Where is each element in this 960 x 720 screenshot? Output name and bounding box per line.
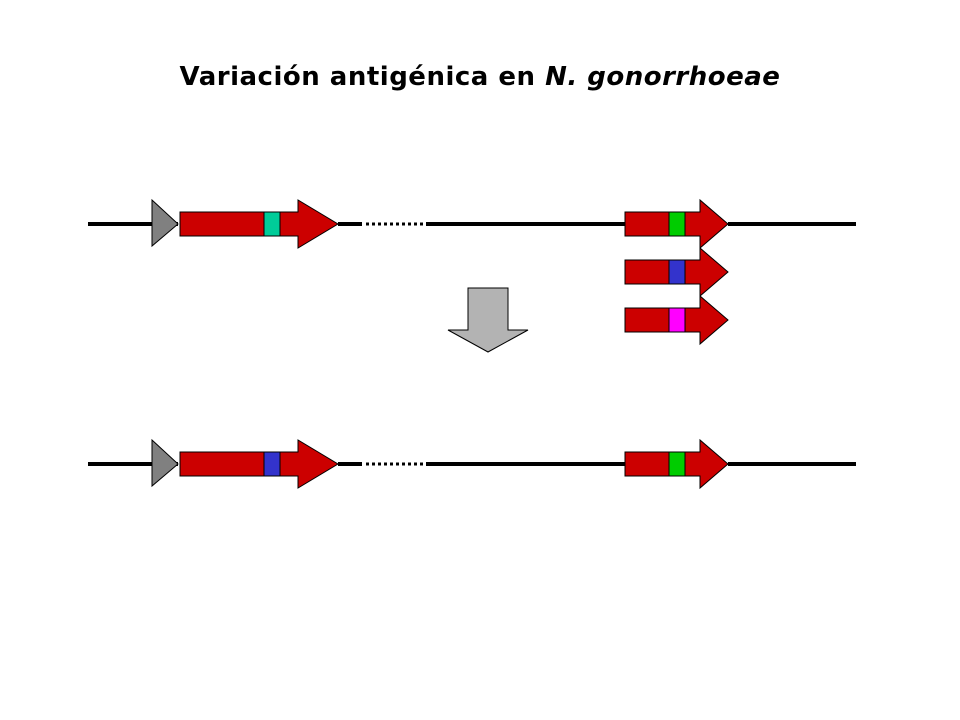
gene-arrow — [179, 199, 339, 249]
slide-title: Variación antigénica en N. gonorrhoeae — [0, 62, 960, 92]
expression-locus-gene — [179, 199, 339, 249]
variable-cassette — [263, 451, 281, 477]
silent-copy-2 — [624, 246, 729, 298]
chromosome-before — [88, 198, 856, 346]
variable-cassette — [668, 259, 686, 285]
promoter-triangle — [151, 198, 179, 248]
variable-cassette — [263, 211, 281, 237]
silent-copy-1 — [624, 438, 729, 490]
chromosome-after — [88, 438, 856, 490]
silent-copy-3 — [624, 294, 729, 346]
variable-cassette — [668, 451, 686, 477]
down-arrow-icon — [447, 287, 529, 353]
title-species: N. gonorrhoeae — [545, 62, 781, 92]
expression-locus-gene — [179, 439, 339, 489]
variable-cassette — [668, 307, 686, 333]
silent-copy-1 — [624, 198, 729, 250]
title-text: Variación antigénica en — [179, 62, 546, 92]
variable-cassette — [668, 211, 686, 237]
promoter-triangle — [151, 438, 179, 488]
gene-arrow — [179, 439, 339, 489]
